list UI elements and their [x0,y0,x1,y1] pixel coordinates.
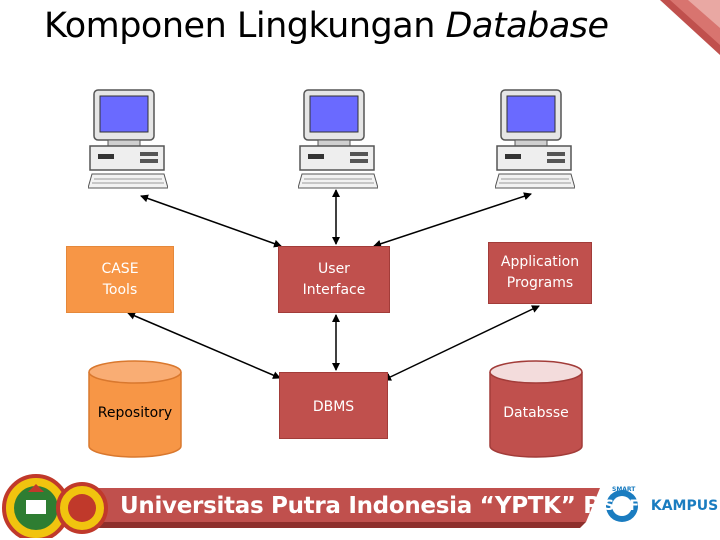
brand-small: SMART [612,486,636,493]
computer-icon [88,89,168,189]
university-logo [2,474,108,538]
computer-icon [495,89,575,189]
title-text: Komponen Lingkungan [44,6,446,46]
case-tools-label-2: Tools [102,281,138,298]
institution-name: Universitas Putra Indonesia “YPTK” Padan… [120,493,678,519]
brand-right: KAMPUS [650,498,719,514]
arrow-case-dbms [127,312,281,379]
dbms-box: DBMS [279,372,388,439]
database-label: Databsse [503,405,569,421]
user-interface-label-2: Interface [302,281,366,298]
dbms-label: DBMS [312,399,355,415]
title-italic: Database [445,6,610,46]
brand-left: SISFO [604,498,651,514]
application-programs-label-1: Application [500,254,580,270]
footer-banner [70,488,600,528]
application-programs-label-2: Programs [506,275,574,291]
arrow-app-dbms [383,305,540,381]
repository-label: Repository [97,405,173,421]
case-tools-label-1: CASE [101,260,139,277]
computer-icon [298,89,378,189]
sisfokampus-logo [606,490,638,522]
user-interface-label-1: User [318,260,350,277]
database-cylinder [489,360,583,458]
case-tools-box: CASE Tools [66,246,174,313]
repository-cylinder [88,360,182,458]
corner-decoration-icon [660,0,720,55]
arrow-pc1-ui [140,194,282,248]
arrow-pc3-ui [373,192,532,248]
page-title: Komponen Lingkungan Database [44,6,609,46]
brand-name: SISFOKAMPUS [604,498,718,514]
